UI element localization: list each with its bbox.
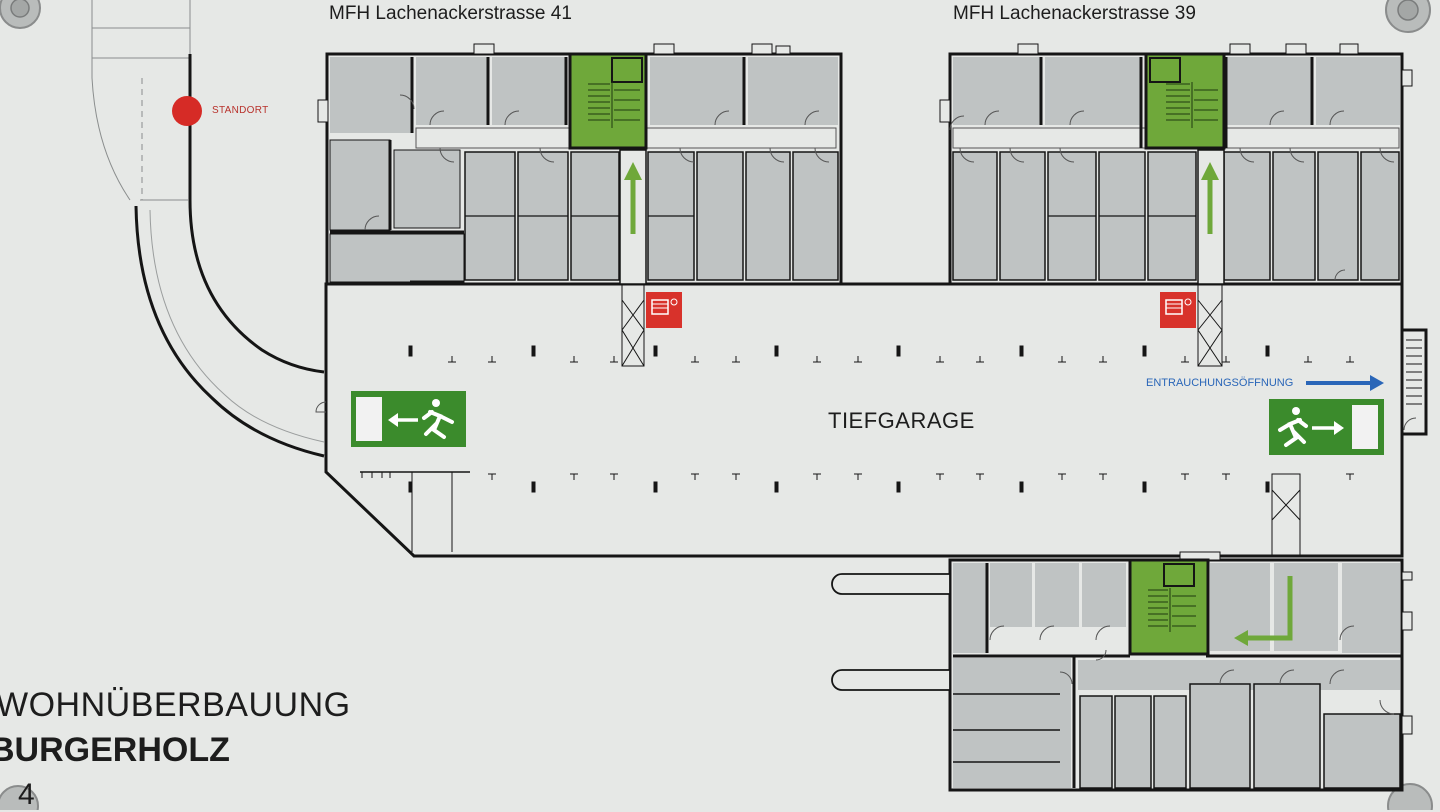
arrow-icon <box>1306 375 1384 391</box>
building-label-39: MFH Lachenackerstrasse 39 <box>953 3 1196 24</box>
location-marker-icon <box>172 96 202 126</box>
development-title: WOHNÜBERBAUUNG <box>0 686 351 724</box>
building-41 <box>317 43 843 367</box>
building-label-41: MFH Lachenackerstrasse 41 <box>329 3 572 24</box>
staircase-icon <box>1128 558 1210 656</box>
fire-hose-icon <box>646 292 682 328</box>
smoke-vent-label: ENTRAUCHUNGSÖFFNUNG <box>1146 377 1294 389</box>
arrow-icon <box>624 162 642 180</box>
ramp-edge <box>149 209 325 443</box>
fire-hose-icon <box>1160 292 1196 328</box>
lower-building <box>948 551 1413 792</box>
exit-sign-icon <box>351 391 466 447</box>
garage-label: TIEFGARAGE <box>828 408 975 433</box>
arrow-icon <box>1244 576 1293 641</box>
screw-icon <box>0 785 39 810</box>
staircase-icon <box>1144 52 1226 150</box>
screw-icon <box>0 0 41 29</box>
parking-markers-top <box>408 345 1354 363</box>
arrow-icon <box>1234 630 1248 646</box>
standort-label: STANDORT <box>212 105 269 116</box>
running-person-icon <box>1278 407 1308 447</box>
door-swing <box>315 401 327 413</box>
smoke-vent <box>1400 328 1428 436</box>
running-person-icon <box>422 399 454 439</box>
entrance-ramp <box>134 54 325 458</box>
building-39 <box>939 43 1413 367</box>
staircase-icon <box>568 52 648 150</box>
screw-icon <box>1385 0 1431 33</box>
exit-sign-icon <box>1269 399 1384 455</box>
pipe <box>831 573 951 691</box>
parking-markers-bottom <box>360 471 1354 552</box>
access-path <box>91 0 191 201</box>
stair-ramp <box>1271 473 1301 557</box>
development-name: BURGERHOLZ <box>0 731 230 769</box>
development-number: 4 <box>18 778 35 811</box>
arrow-icon <box>1201 162 1219 180</box>
